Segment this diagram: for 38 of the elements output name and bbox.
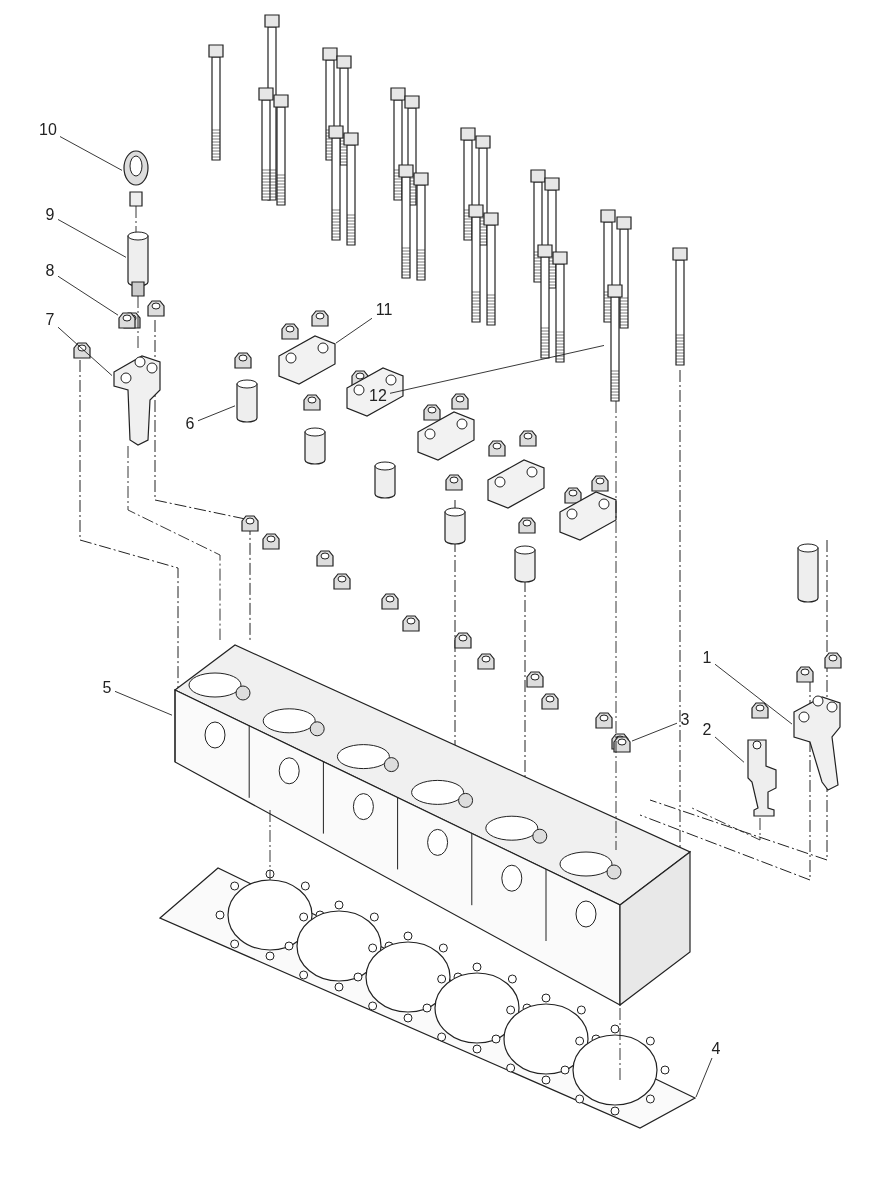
center-line: [269, 809, 271, 881]
leader-line: [631, 722, 678, 742]
callout-number: 1: [699, 649, 715, 667]
leader-line: [389, 345, 605, 394]
callout-number: 12: [366, 387, 390, 405]
center-line: [137, 295, 139, 351]
nut-drawing: [118, 312, 136, 330]
callout-number: 2: [699, 721, 715, 739]
center-line: [615, 400, 617, 851]
callout-number: 11: [372, 301, 396, 319]
leader-line: [57, 275, 119, 316]
callout-number: 6: [182, 415, 198, 433]
center-line: [691, 807, 761, 841]
callout-number: 5: [99, 679, 115, 697]
callout-number: 4: [708, 1040, 724, 1058]
leader-line: [114, 690, 173, 716]
callout-number: 8: [42, 262, 58, 280]
bracket-drawing: [792, 695, 842, 792]
leader-line: [197, 405, 236, 422]
center-line: [135, 205, 137, 233]
leader-line: [695, 1057, 713, 1098]
spacer-drawing: [126, 232, 150, 296]
leader-line: [57, 326, 113, 377]
bolt-drawing: [604, 285, 626, 401]
leader-line: [714, 736, 745, 763]
callout-number: 7: [42, 311, 58, 329]
lifting-eye-drawing: [122, 150, 150, 206]
leader-line: [335, 317, 373, 344]
callout-number: 10: [36, 121, 60, 139]
spacer-drawing: [235, 380, 259, 422]
leader-line: [59, 136, 123, 171]
leader-line: [57, 219, 127, 258]
center-line: [619, 1007, 621, 1081]
leader-line: [714, 663, 793, 725]
clamp-drawing: [744, 738, 780, 818]
callout-number: 9: [42, 206, 58, 224]
center-line: [127, 445, 221, 641]
callout-number: 3: [677, 711, 693, 729]
